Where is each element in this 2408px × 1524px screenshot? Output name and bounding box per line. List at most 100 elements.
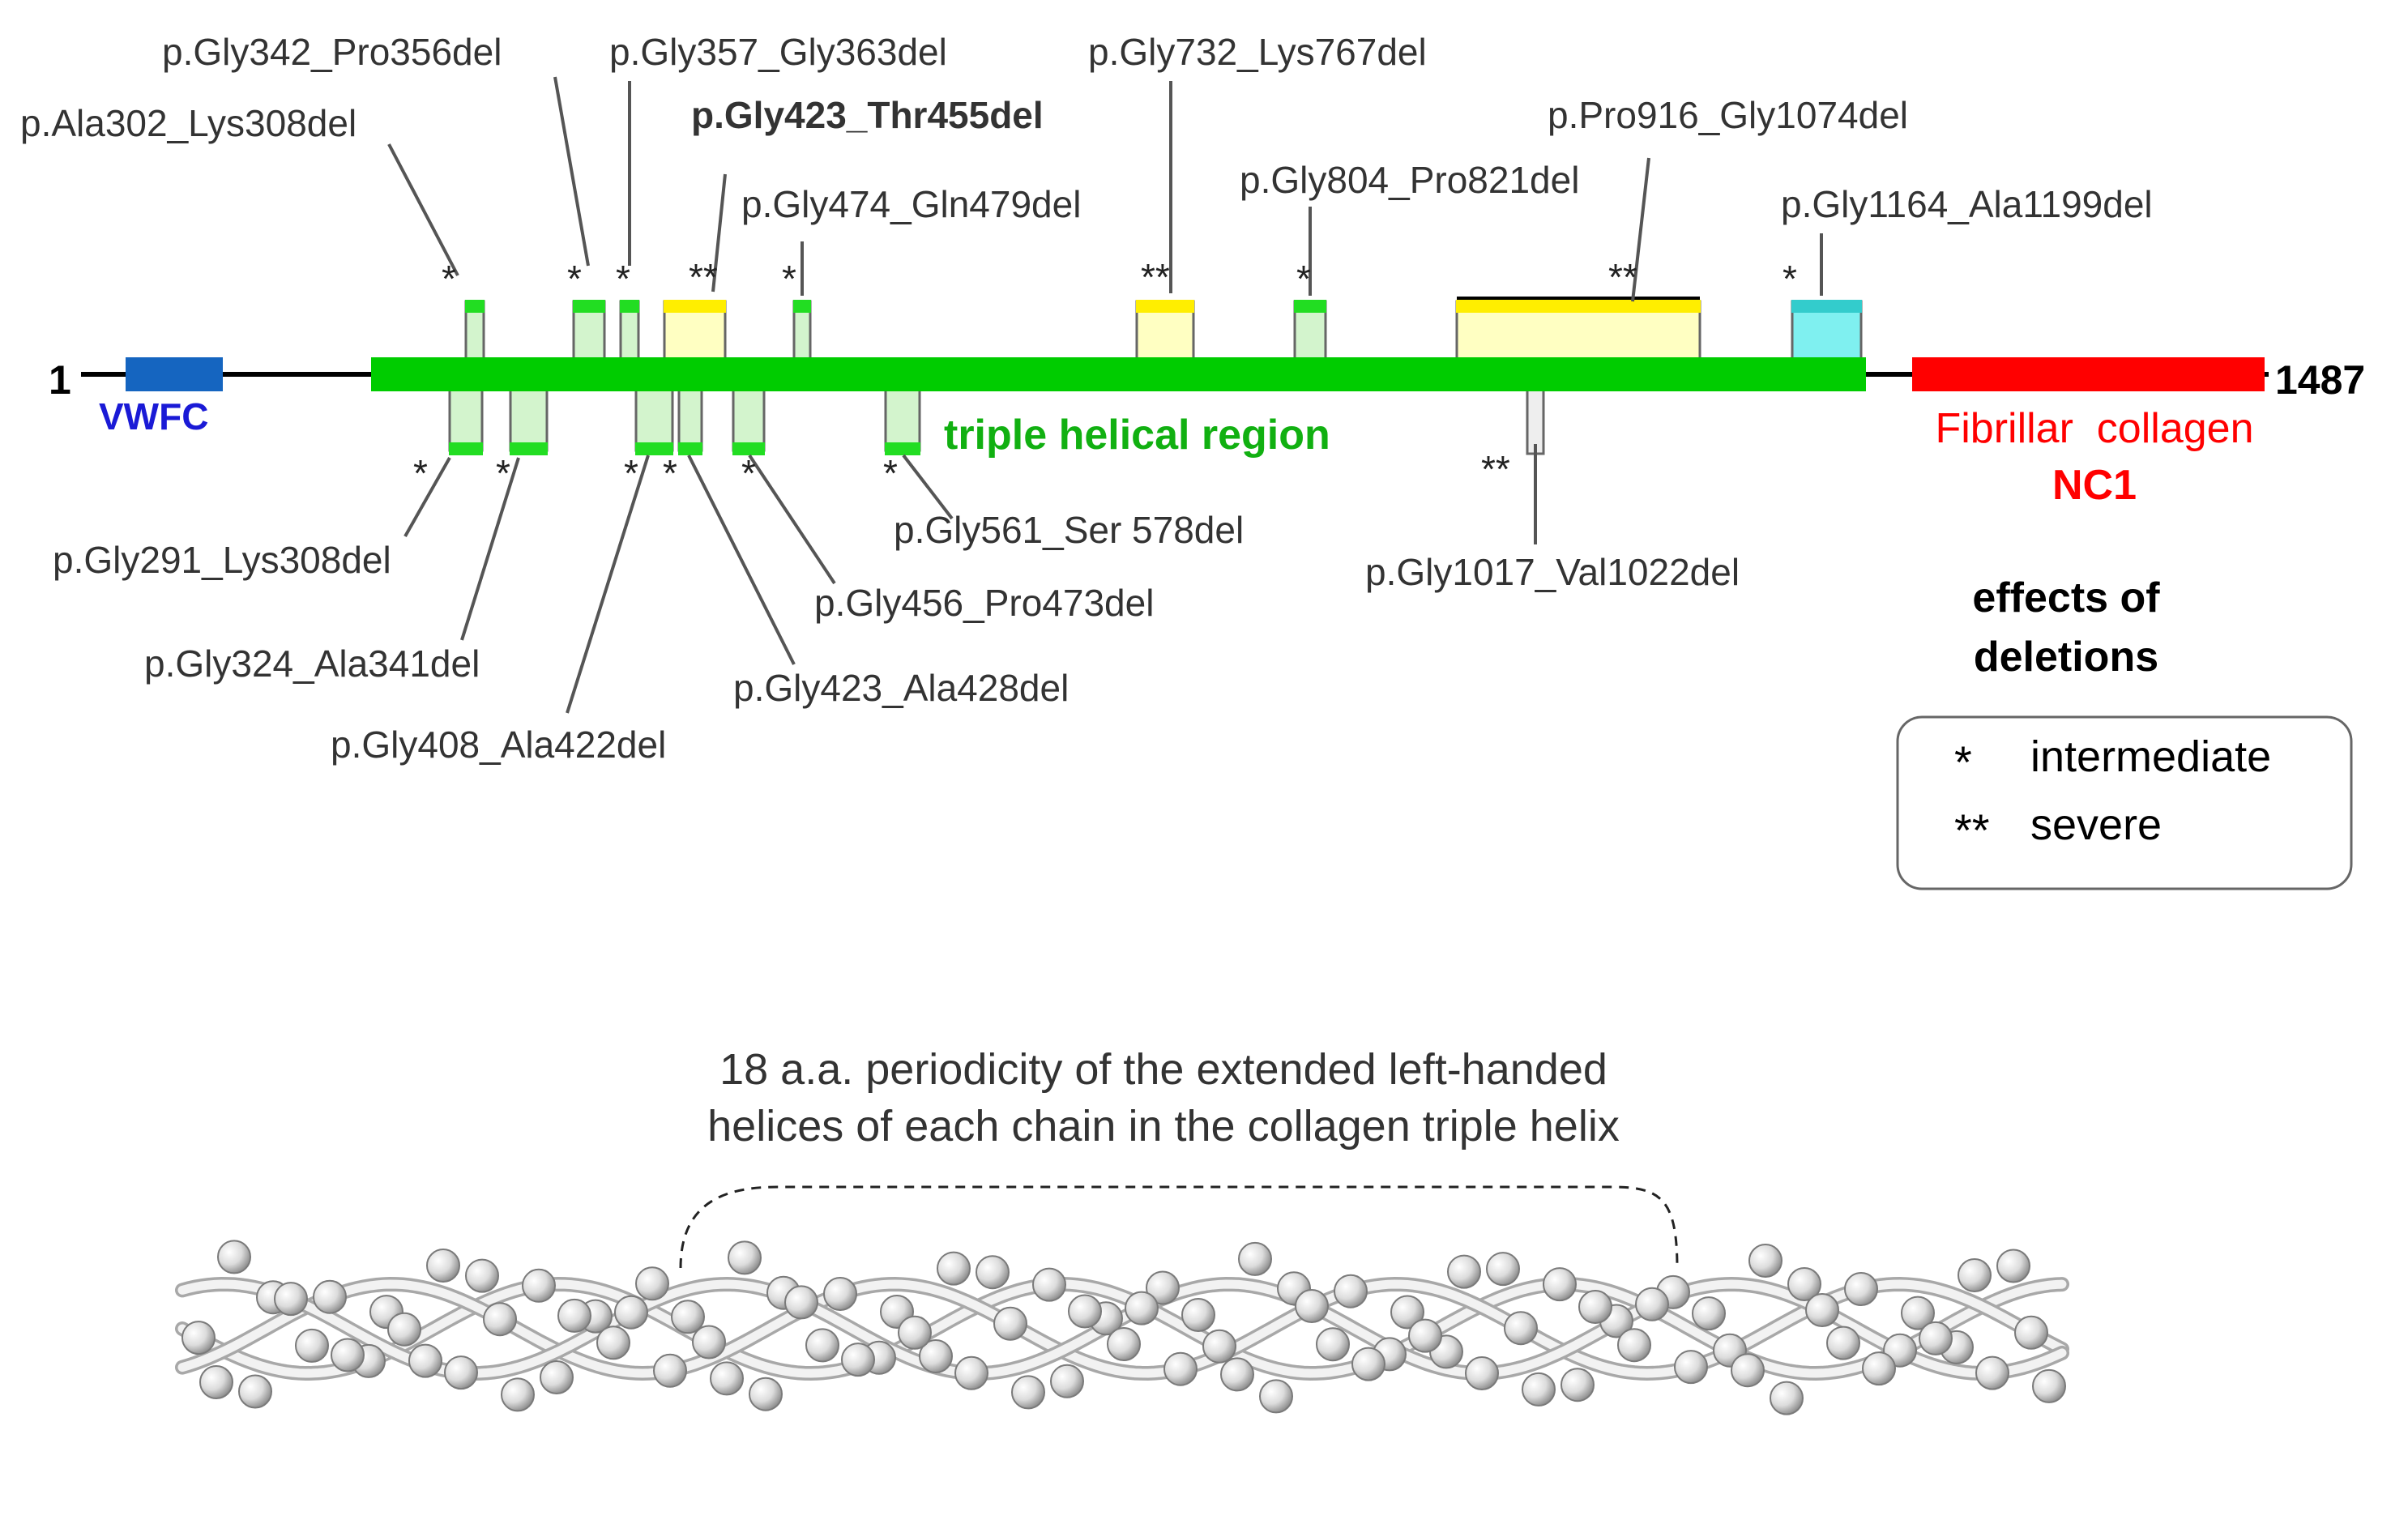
helix-bead [1202,1329,1236,1364]
severity-asterisk: * [413,452,428,494]
helix-bead [1958,1258,1992,1292]
helix-bead [1316,1327,1350,1362]
severity-asterisk: * [741,452,756,494]
helix-caption-line1: 18 a.a. periodicity of the extended left… [719,1045,1607,1094]
deletion-label-above: p.Gly804_Pro821del [1240,159,1579,201]
helix-bead [596,1325,630,1360]
legend-symbol-severe: ** [1954,805,1990,856]
deletion-box-cap [678,442,702,455]
helix-bead [1787,1267,1821,1301]
severity-asterisk: * [663,452,677,494]
helix-bead [238,1374,272,1409]
helix-bead [1181,1298,1215,1332]
helix-bead [1486,1252,1520,1287]
helix-bead [1617,1328,1651,1363]
helix-bead [1862,1351,1896,1386]
helix-bead [387,1312,421,1347]
severity-asterisk: ** [1608,256,1637,298]
helix-bead [1770,1381,1804,1415]
deletion-label-above: p.Gly732_Lys767del [1088,31,1427,73]
severity-asterisk: * [782,258,796,300]
helix-bead [692,1325,726,1360]
helix-bead [1901,1296,1935,1330]
helix-bead [1578,1290,1612,1324]
deletion-box-cap [573,300,605,313]
helix-bead [1408,1318,1442,1353]
nc1-domain-label: Fibrillar collagen [1935,405,2253,452]
triple-helical-domain-label: triple helical region [944,412,1330,459]
deletion-label-above: p.Gly1164_Ala1199del [1781,183,2153,225]
helix-bead [671,1300,705,1334]
helix-bead [993,1306,1027,1341]
helix-caption-line2: helices of each chain in the collagen tr… [707,1102,1620,1150]
helix-bead [976,1255,1010,1290]
leader-line [460,457,520,641]
legend-box [1896,715,2353,890]
deletion-label-above: p.Ala302_Lys308del [20,102,357,144]
helix-bead [408,1343,442,1378]
deletion-box-cap [793,300,811,313]
helix-bead [1504,1311,1538,1346]
helix-bead [274,1282,308,1317]
domain-triple-helix: triple helical region [371,357,1866,459]
deletion-box-cap [1294,300,1326,313]
leader-line [902,454,954,520]
helix-bead [557,1298,591,1333]
helix-bead [2014,1315,2048,1350]
deletion-label-below: p.Gly324_Ala341del [144,642,480,685]
deletion-box-cap [1456,300,1701,313]
helix-bead [313,1279,347,1314]
helix-bead [181,1321,216,1355]
severity-asterisk: * [1296,258,1311,300]
helix-bead [898,1315,932,1350]
helix-bead [919,1339,953,1373]
deletion-label-above: p.Gly474_Gln479del [741,183,1081,225]
helix-bead [1561,1368,1595,1402]
helix-bead [2032,1368,2066,1403]
helix-bead [1146,1270,1180,1305]
deletion-box-cap [449,442,483,455]
helix-bead [1295,1289,1329,1323]
severity-asterisk: * [883,452,898,494]
helix-bead [1826,1325,1860,1360]
nc1-domain-bar [1912,357,2265,391]
helix-bead [295,1328,329,1363]
periodicity-bracket [679,1185,1679,1269]
helix-bead [937,1251,971,1286]
deletion-label-below: p.Gly408_Ala422del [331,724,666,766]
triple-helical-domain-bar [371,357,1866,391]
severity-asterisk: * [442,258,456,300]
deletion-label-below: p.Gly1017_Val1022del [1365,551,1740,593]
nc1-domain-label-line2: NC1 [2052,462,2137,509]
helix-bead [444,1355,478,1390]
leader-line [1631,157,1650,302]
helix-bead [954,1355,988,1390]
legend-symbol-intermediate: * [1954,736,1972,788]
helix-bead [1975,1355,2009,1390]
end-residue-label: 1487 [2275,357,2365,403]
helix-bead [784,1285,818,1320]
deletion-box-cap [465,300,485,313]
helix-bead [823,1277,857,1311]
severity-asterisk: * [624,452,638,494]
helix-bead [653,1353,687,1388]
helix-bead [522,1268,556,1303]
helix-bead [1522,1372,1556,1407]
helix-bead [426,1249,460,1283]
helix-bead [1844,1272,1878,1306]
legend-text-intermediate: intermediate [2030,732,2271,781]
helix-bead [1163,1351,1198,1386]
deletion-annotations: * p.Ala302_Lys308del * p.Gly342_Pro356del * p… [20,31,2153,766]
deletion-box-cap [1791,300,1862,313]
helix-bead [749,1377,783,1411]
helix-bead [1390,1295,1424,1330]
leader-line [687,455,796,665]
helix-bead [483,1302,517,1337]
helix-bead [1635,1287,1669,1321]
deletion-label-above: p.Gly342_Pro356del [162,31,502,73]
helix-bead [217,1240,251,1274]
severity-asterisk: ** [1141,256,1170,298]
helix-bead [1351,1347,1385,1381]
deletion-box-cap [635,442,673,455]
